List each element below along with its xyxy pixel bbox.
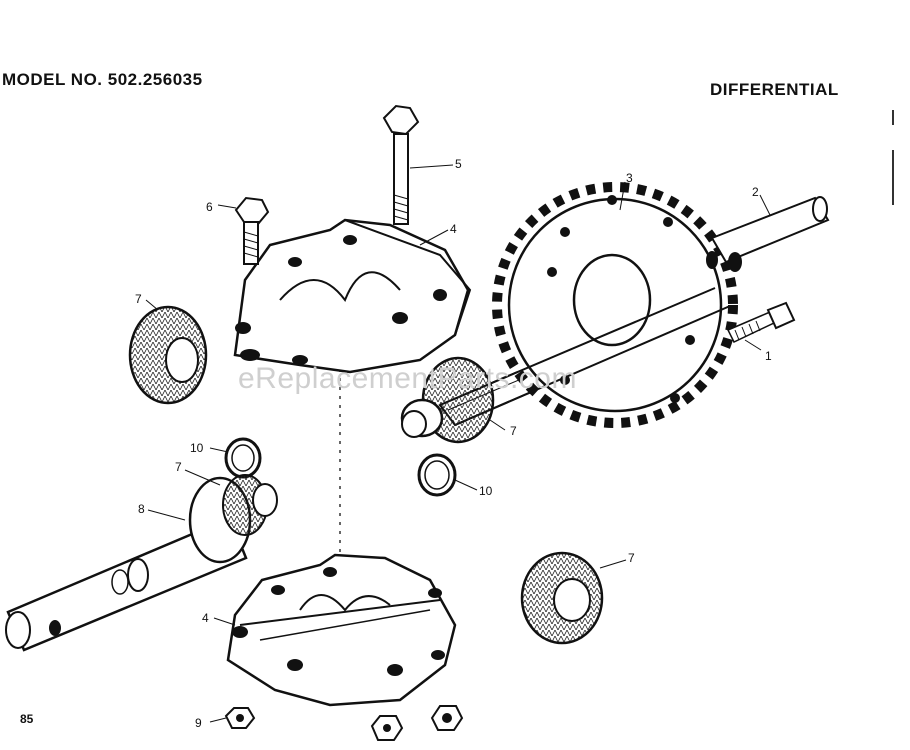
watermark: eReplacementParts.com <box>238 362 577 395</box>
upper-housing-part-4 <box>233 218 472 374</box>
callout-10-center: 10 <box>479 484 493 498</box>
axle-shaft-lower-part-8 <box>5 516 248 652</box>
callout-4-bottom: 4 <box>202 611 209 625</box>
snap-ring-left-part-10 <box>224 437 262 479</box>
callout-7-shaft: 7 <box>175 460 182 474</box>
bevel-gear-center-part-7 <box>400 356 495 444</box>
model-number: MODEL NO. 502.256035 <box>2 70 203 89</box>
page-code: 85 <box>20 712 34 726</box>
lower-housing-part-4 <box>226 553 457 707</box>
bevel-gear-shaft-part-7 <box>188 474 278 564</box>
bolt-part-1 <box>726 301 796 343</box>
nut-part-9-center <box>370 715 404 741</box>
callout-7-right: 7 <box>628 551 635 565</box>
section-title: DIFFERENTIAL <box>710 80 839 99</box>
callout-8: 8 <box>138 502 145 516</box>
callout-10-left: 10 <box>190 441 204 455</box>
callout-1: 1 <box>765 349 772 363</box>
callout-5: 5 <box>455 157 462 171</box>
bevel-gear-left-part-7 <box>128 305 208 405</box>
bevel-gear-right-part-7 <box>520 551 604 645</box>
callout-7-left: 7 <box>135 292 142 306</box>
sprocket-part-3 <box>439 182 738 428</box>
nut-part-9-left <box>224 707 256 729</box>
callout-2: 2 <box>752 185 759 199</box>
bolt-part-6 <box>234 196 270 265</box>
nut-part-9-right <box>430 705 464 731</box>
snap-ring-center-part-10 <box>417 453 457 497</box>
callout-6: 6 <box>206 200 213 214</box>
callout-4-top: 4 <box>450 222 457 236</box>
bolt-part-5 <box>382 104 420 225</box>
callout-7-center: 7 <box>510 424 517 438</box>
pin-part-2 <box>706 196 830 272</box>
callout-3: 3 <box>626 171 633 185</box>
callout-9: 9 <box>195 716 202 730</box>
